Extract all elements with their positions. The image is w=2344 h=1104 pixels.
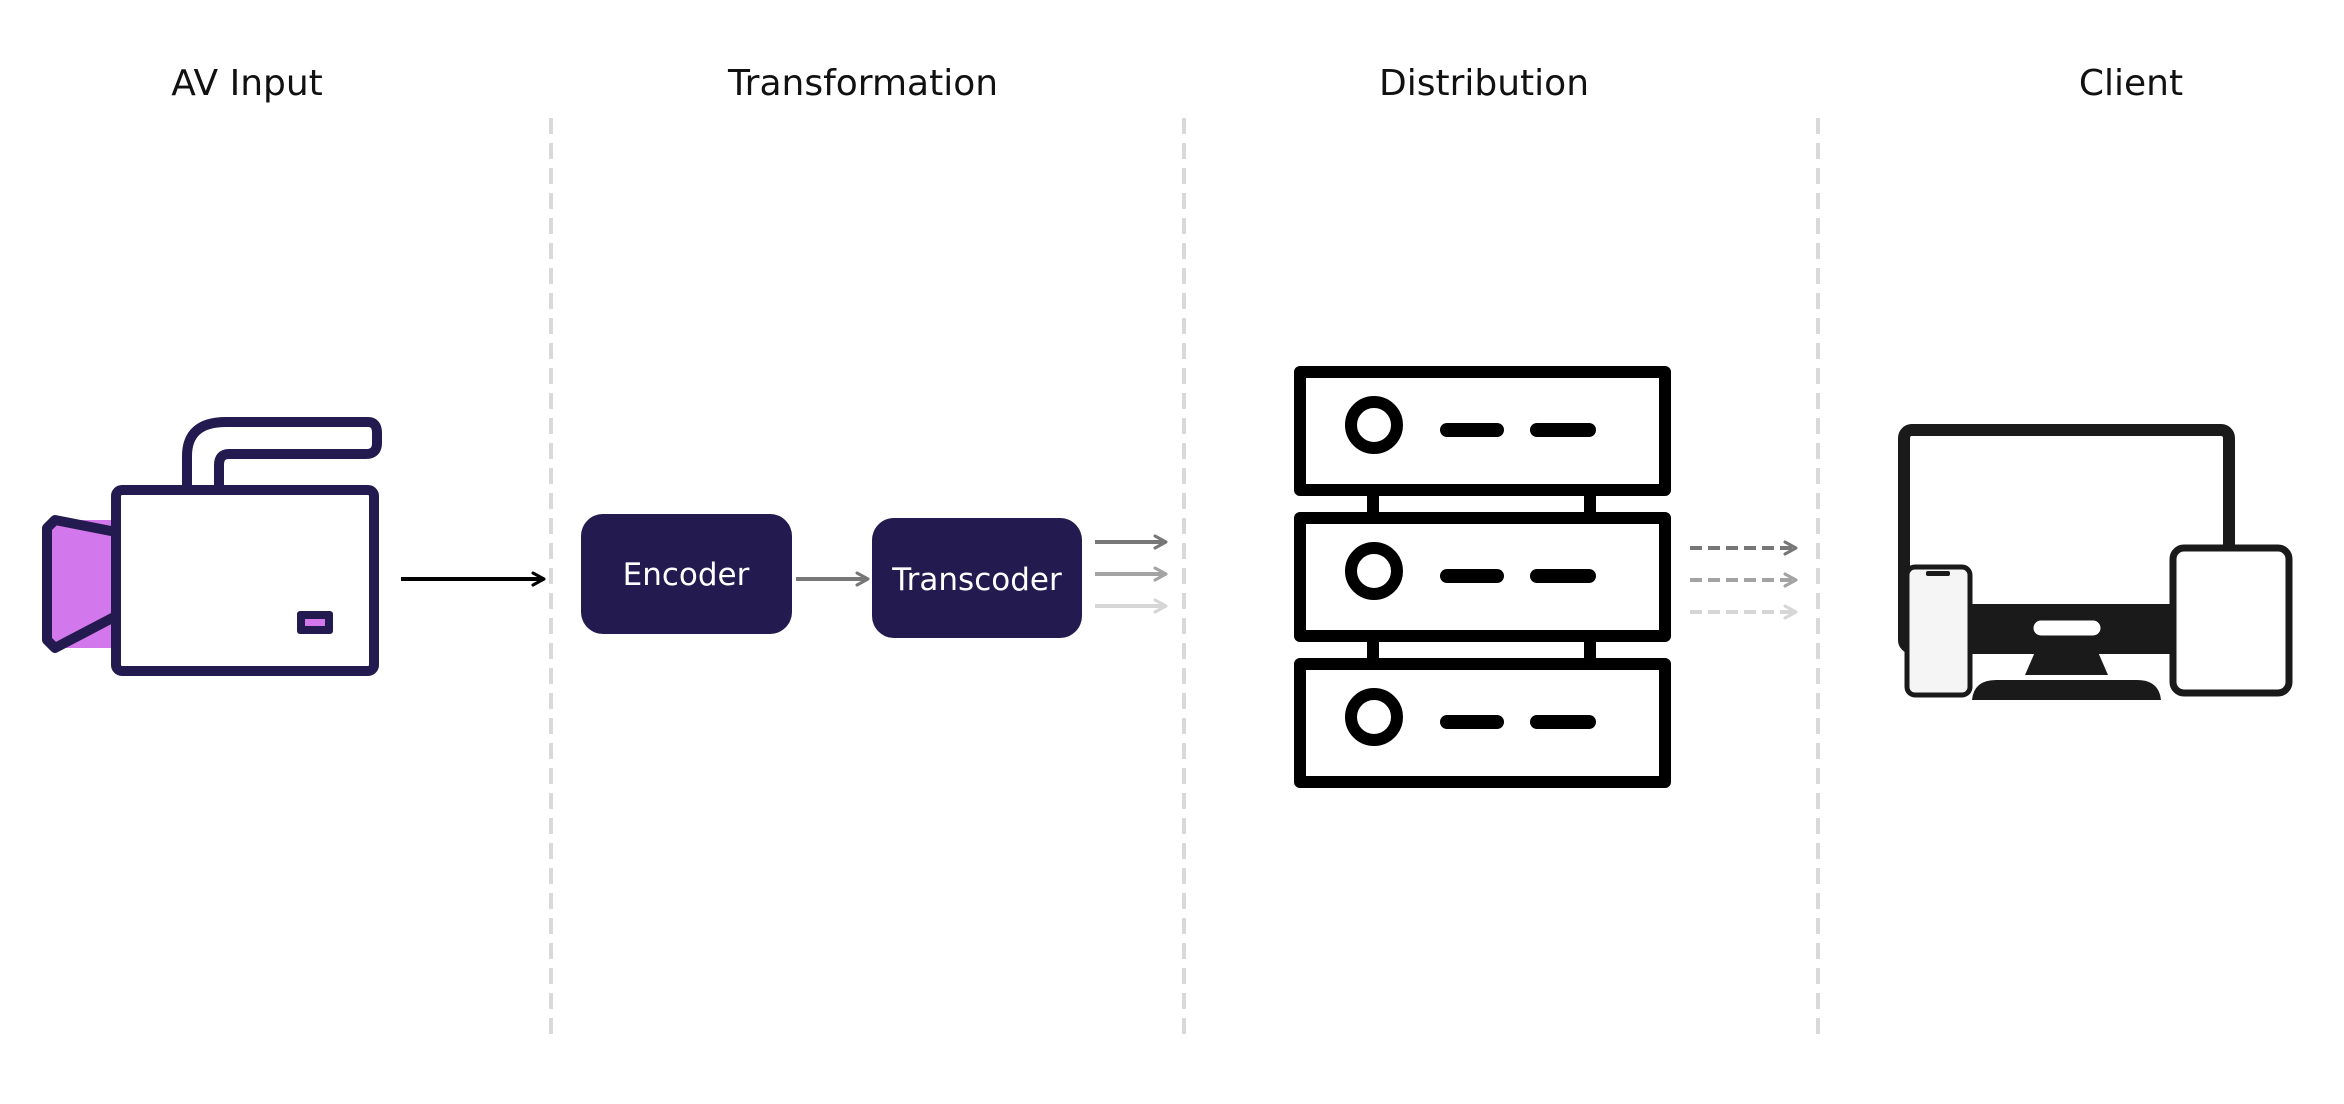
server-rack-icon [1294,366,1671,788]
section-title-av-input: AV Input [171,63,323,104]
transcoder-label: Transcoder [891,562,1062,598]
delivery-arrows [1690,540,1798,620]
encoder-label: Encoder [623,557,750,593]
multi-device-icon [1898,424,2293,700]
smartphone-icon [1904,564,1973,698]
tablet-icon [2169,544,2293,697]
transcoder-node: Transcoder [872,518,1082,638]
video-camera-icon [42,417,382,676]
section-title-transformation: Transformation [727,63,998,104]
section-title-client: Client [2079,63,2183,104]
transcoder-output-arrows [1095,534,1168,614]
section-title-distribution: Distribution [1379,63,1589,104]
encoder-node: Encoder [581,514,792,634]
